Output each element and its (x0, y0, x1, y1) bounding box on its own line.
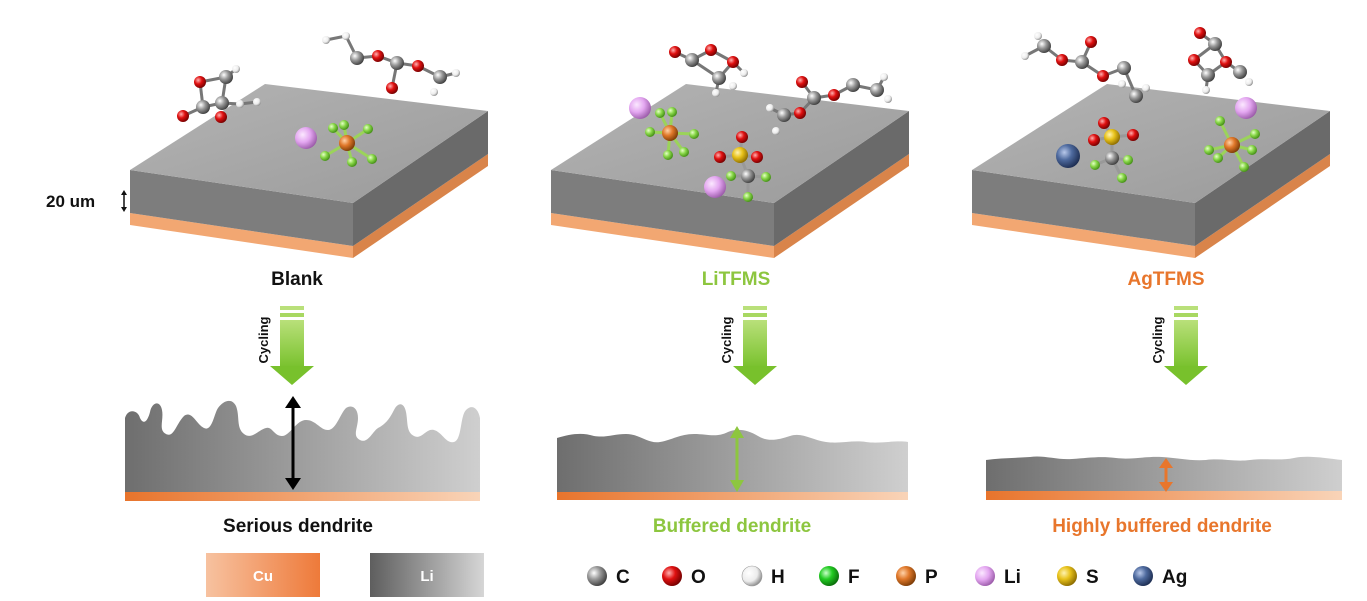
legend-li-label: Li (420, 568, 433, 585)
panel-label-blank: Blank (271, 269, 323, 290)
molecule-emc-agtfms (1021, 32, 1150, 103)
cycling-label-blank: Cycling (256, 316, 271, 363)
dendrite-blank (125, 396, 480, 501)
legend-cu-swatch (206, 553, 320, 597)
molecule-emc-litfms (766, 73, 892, 135)
molecule-dmc-blank (322, 32, 460, 96)
atom-p-label: P (925, 567, 938, 588)
result-label-agtfms: Highly buffered dendrite (1052, 516, 1272, 537)
atom-p-swatch (896, 566, 916, 586)
atom-ag-swatch (1133, 566, 1153, 586)
cycling-arrow-agtfms (1164, 306, 1208, 385)
atom-legend: C O H F P Li S Ag (587, 565, 1187, 588)
pf6-litfms (629, 97, 699, 160)
panel-label-agtfms: AgTFMS (1127, 269, 1204, 290)
cycling-label-litfms: Cycling (719, 316, 734, 363)
atom-c-swatch (587, 566, 607, 586)
result-label-litfms: Buffered dendrite (653, 516, 811, 537)
slab-litfms (551, 84, 909, 258)
molecule-ec-agtfms (1188, 27, 1253, 94)
tfms-litfms (704, 131, 771, 202)
scale-arrow (121, 190, 127, 212)
legend-li-swatch (370, 553, 484, 597)
dendrite-litfms (557, 426, 908, 500)
atom-s-label: S (1086, 567, 1099, 588)
atom-h-swatch (741, 565, 763, 587)
legend-cu: Cu (206, 553, 320, 597)
molecule-ec-blank (177, 65, 261, 123)
atom-o-label: O (691, 567, 706, 588)
molecule-ec-litfms (669, 44, 748, 97)
result-label-blank: Serious dendrite (223, 516, 373, 537)
panel-label-litfms: LiTFMS (702, 269, 771, 290)
tfms-agtfms (1056, 117, 1139, 183)
legend-li: Li (370, 553, 484, 597)
atom-s-swatch (1057, 566, 1077, 586)
cycling-arrow-blank (270, 306, 314, 385)
legend-cu-label: Cu (253, 568, 273, 585)
pf6-agtfms (1204, 97, 1260, 172)
atom-li-label: Li (1004, 567, 1021, 588)
atom-f-swatch (819, 566, 839, 586)
cycling-label-agtfms: Cycling (1150, 316, 1165, 363)
atom-h-label: H (771, 567, 785, 588)
atom-o-swatch (662, 566, 682, 586)
atom-f-label: F (848, 567, 860, 588)
scale-label: 20 um (46, 192, 95, 211)
cycling-arrow-litfms (733, 306, 777, 385)
dendrite-agtfms (986, 456, 1342, 500)
slab-agtfms (972, 84, 1330, 258)
pf6-blank (295, 120, 377, 167)
atom-ag-label: Ag (1162, 567, 1187, 588)
atom-li-swatch (975, 566, 995, 586)
atom-c-label: C (616, 567, 630, 588)
